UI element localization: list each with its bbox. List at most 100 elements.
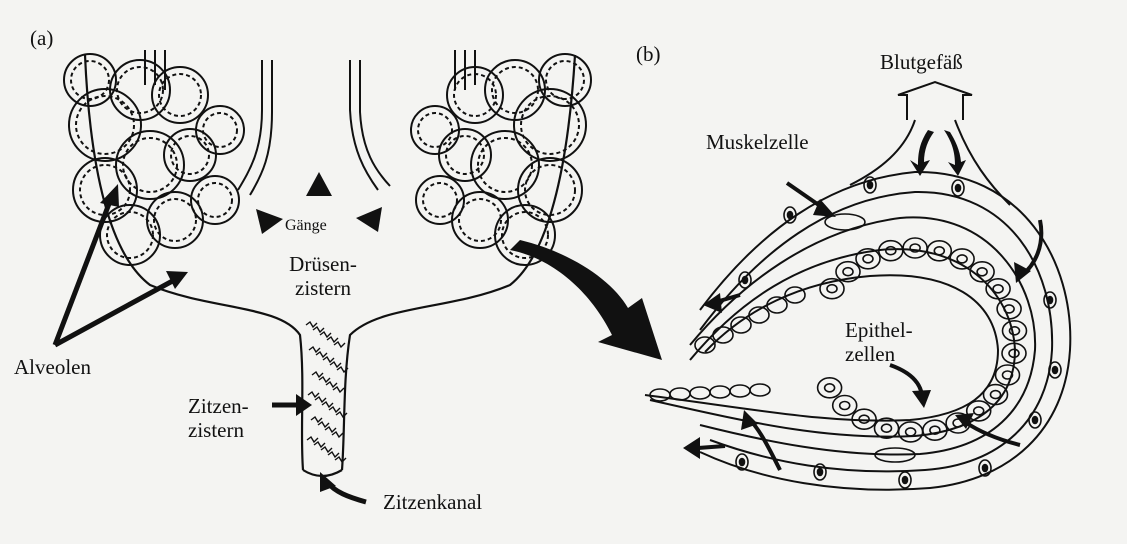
label-druesenzistern-line1: Drüsen-	[283, 252, 363, 276]
vessel-cell-nucleus	[903, 477, 908, 484]
teat-texture-stroke	[326, 382, 337, 387]
epithelial-nucleus	[843, 268, 853, 276]
epithelial-nucleus	[934, 247, 944, 255]
alveolus-loop-inner	[171, 136, 209, 174]
alveolus-loop-inner	[478, 138, 532, 192]
zitzenzistern-arrow	[272, 394, 312, 416]
teat-texture-stroke	[335, 457, 346, 462]
alveolen-pointer-arrows	[55, 196, 178, 345]
teat-texture-stroke	[315, 397, 326, 402]
epithelial-nucleus	[993, 285, 1003, 293]
label-epithelzellen: Epithel- zellen	[845, 318, 913, 366]
vessel-cell-nucleus	[1048, 297, 1053, 304]
vessel-cell-nucleus	[740, 459, 745, 466]
epithelial-nucleus	[974, 407, 984, 415]
teat-texture-stroke	[327, 337, 338, 342]
teat-texture-stroke	[313, 327, 324, 332]
vessel-cell-nucleus	[788, 212, 793, 219]
alveolus-loop-inner	[418, 113, 452, 147]
epithelial-nucleus	[886, 247, 896, 255]
duct-marker-top	[306, 172, 332, 196]
alveolus-loop-inner	[154, 199, 196, 241]
teat-texture-stroke	[334, 342, 345, 347]
blood-flow-arrows	[910, 130, 966, 176]
epithelial-nucleus	[882, 424, 892, 432]
alveolus-loop	[69, 89, 141, 161]
alveolus-loop-inner	[123, 138, 177, 192]
teat-texture-stroke	[311, 417, 322, 422]
epithelial-nucleus	[863, 255, 873, 263]
teat-texture-stroke	[323, 357, 334, 362]
label-druesenzistern-line2: zistern	[283, 276, 363, 300]
label-epithelzellen-line1: Epithel-	[845, 318, 913, 342]
epithelial-nucleus	[906, 428, 916, 436]
epithelial-nucleus	[1004, 305, 1014, 313]
epithelial-nucleus	[977, 268, 987, 276]
teat-texture-stroke	[309, 347, 320, 352]
epithelial-nucleus	[859, 415, 869, 423]
label-blutgefaess: Blutgefäß	[880, 50, 963, 74]
epithelial-nucleus	[840, 402, 850, 410]
epithelial-cell	[710, 386, 730, 398]
vessel-cell-nucleus	[956, 185, 961, 192]
epithelial-cell	[730, 385, 750, 397]
epithelial-cell	[670, 388, 690, 400]
vessel-cell-nucleus	[868, 182, 873, 189]
teat-texture-stroke	[306, 322, 317, 327]
label-muskelzelle: Muskelzelle	[706, 130, 809, 154]
epithelial-cell	[750, 384, 770, 396]
panel-label-b: (b)	[636, 42, 661, 66]
alveolus-loop-inner	[492, 67, 538, 113]
alveolus-loop-inner	[459, 199, 501, 241]
epithelial-cell	[986, 279, 1010, 299]
duct-marker-right	[356, 207, 382, 232]
epithelial-cell	[833, 396, 857, 416]
teat-texture-stroke	[333, 387, 344, 392]
alveolus-loop-inner	[423, 183, 457, 217]
teat-texture-stroke	[332, 432, 343, 437]
teat-texture-stroke	[328, 452, 339, 457]
alveolus-loop-inner	[446, 136, 484, 174]
epithelial-nucleus	[957, 255, 967, 263]
label-druesenzistern: Drüsen- zistern	[283, 252, 363, 300]
teat-texture-stroke	[329, 407, 340, 412]
label-gaenge: Gänge	[285, 217, 327, 235]
epithelial-cell	[927, 241, 951, 261]
teat-texture-stroke	[319, 377, 330, 382]
alveolus-loop-inner	[203, 113, 237, 147]
vessel-cell-nucleus	[743, 277, 748, 284]
epithelial-cell	[690, 387, 710, 399]
epithelial-nucleus	[827, 285, 837, 293]
alveolus-loop-inner	[198, 183, 232, 217]
label-zitzenkanal: Zitzenkanal	[383, 490, 482, 514]
teat-texture-stroke	[325, 427, 336, 432]
teat-texture-stroke	[314, 442, 325, 447]
alveolus-loop	[514, 89, 586, 161]
teat-texture-stroke	[307, 437, 318, 442]
epithelial-nucleus	[991, 391, 1001, 399]
teat-texture-stroke	[322, 402, 333, 407]
teat-cistern-texture	[306, 322, 348, 462]
epithelial-cell	[997, 299, 1021, 319]
duct-marker-left	[256, 209, 283, 234]
vessel-cell-nucleus	[1033, 417, 1038, 424]
alveolus-loop	[110, 60, 170, 120]
epithelial-cell	[899, 422, 923, 442]
alveolus-loop	[152, 67, 208, 123]
teat-texture-stroke	[316, 352, 327, 357]
teat-texture-stroke	[320, 332, 331, 337]
alveolus-loop-inner	[117, 67, 163, 113]
epithelial-cell	[984, 385, 1008, 405]
epithelial-nucleus	[825, 384, 835, 392]
label-zitzenzistern-line2: zistern	[188, 418, 249, 442]
epithelial-cell	[996, 365, 1020, 385]
epithelial-cell	[923, 420, 947, 440]
vessel-cell-nucleus	[1053, 367, 1058, 374]
alveolus-loop	[485, 60, 545, 120]
alveoli-cluster-left	[64, 54, 244, 265]
label-epithelzellen-line2: zellen	[845, 342, 913, 366]
epithelial-cell	[818, 378, 842, 398]
label-zitzenzistern: Zitzen- zistern	[188, 394, 249, 442]
